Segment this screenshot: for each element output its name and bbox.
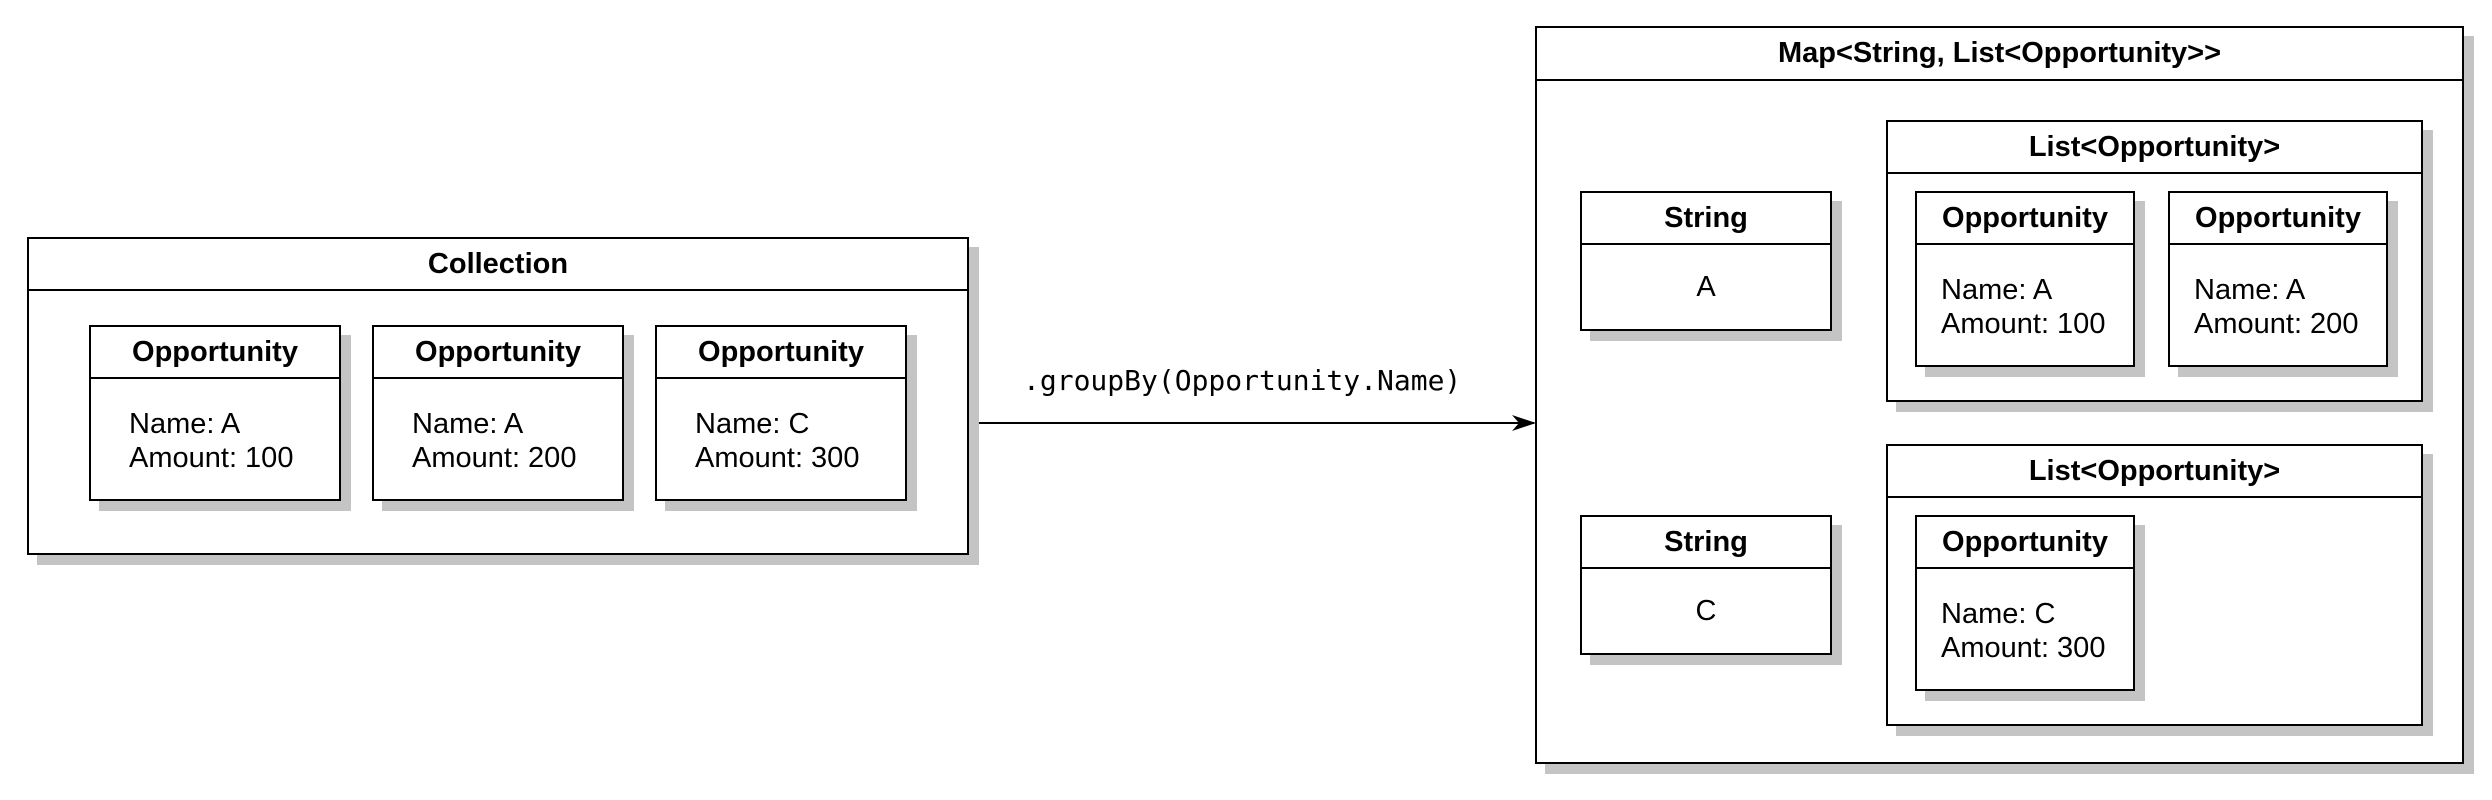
string-title: String (1582, 517, 1830, 569)
string-title: String (1582, 193, 1830, 245)
list-a: List<Opportunity> Opportunity Name: A Am… (1886, 120, 2423, 402)
key-string-c: String C (1580, 515, 1832, 655)
opportunity-title: Opportunity (657, 327, 905, 379)
collection-opportunity-2: Opportunity Name: A Amount: 200 (372, 325, 624, 501)
opportunity-amount: Amount: 200 (2194, 308, 2359, 340)
opportunity-title: Opportunity (1917, 193, 2133, 245)
opportunity-amount: Amount: 200 (412, 442, 577, 474)
list-a-opportunity-1: Opportunity Name: A Amount: 100 (1915, 191, 2135, 367)
collection-opportunity-3: Opportunity Name: C Amount: 300 (655, 325, 907, 501)
string-value: C (1695, 595, 1717, 627)
opportunity-fields: Name: A Amount: 200 (2194, 273, 2358, 341)
list-title: List<Opportunity> (1888, 122, 2421, 174)
list-title: List<Opportunity> (1888, 446, 2421, 498)
opportunity-fields: Name: A Amount: 100 (129, 407, 293, 475)
map-box: Map<String, List<Opportunity>> String A … (1535, 26, 2464, 764)
groupby-label: .groupBy(Opportunity.Name) (1023, 364, 1462, 397)
opportunity-name: Name: A (1941, 274, 2053, 306)
opportunity-amount: Amount: 100 (1941, 308, 2106, 340)
collection-box: Collection Opportunity Name: A Amount: 1… (27, 237, 969, 555)
opportunity-amount: Amount: 300 (1941, 632, 2106, 664)
collection-opportunity-1: Opportunity Name: A Amount: 100 (89, 325, 341, 501)
key-string-a: String A (1580, 191, 1832, 331)
opportunity-name: Name: A (2194, 274, 2306, 306)
collection-title: Collection (29, 239, 967, 291)
list-c: List<Opportunity> Opportunity Name: C Am… (1886, 444, 2423, 726)
opportunity-title: Opportunity (91, 327, 339, 379)
string-value: A (1696, 271, 1716, 303)
opportunity-fields: Name: C Amount: 300 (695, 407, 859, 475)
list-c-opportunity-1: Opportunity Name: C Amount: 300 (1915, 515, 2135, 691)
opportunity-name: Name: C (1941, 598, 2056, 630)
opportunity-fields: Name: C Amount: 300 (1941, 597, 2105, 665)
map-title: Map<String, List<Opportunity>> (1537, 28, 2462, 81)
opportunity-name: Name: C (695, 408, 810, 440)
list-a-opportunity-2: Opportunity Name: A Amount: 200 (2168, 191, 2388, 367)
opportunity-name: Name: A (129, 408, 241, 440)
opportunity-fields: Name: A Amount: 100 (1941, 273, 2105, 341)
opportunity-amount: Amount: 100 (129, 442, 294, 474)
opportunity-title: Opportunity (2170, 193, 2386, 245)
opportunity-title: Opportunity (374, 327, 622, 379)
opportunity-fields: Name: A Amount: 200 (412, 407, 576, 475)
opportunity-name: Name: A (412, 408, 524, 440)
opportunity-amount: Amount: 300 (695, 442, 860, 474)
opportunity-title: Opportunity (1917, 517, 2133, 569)
